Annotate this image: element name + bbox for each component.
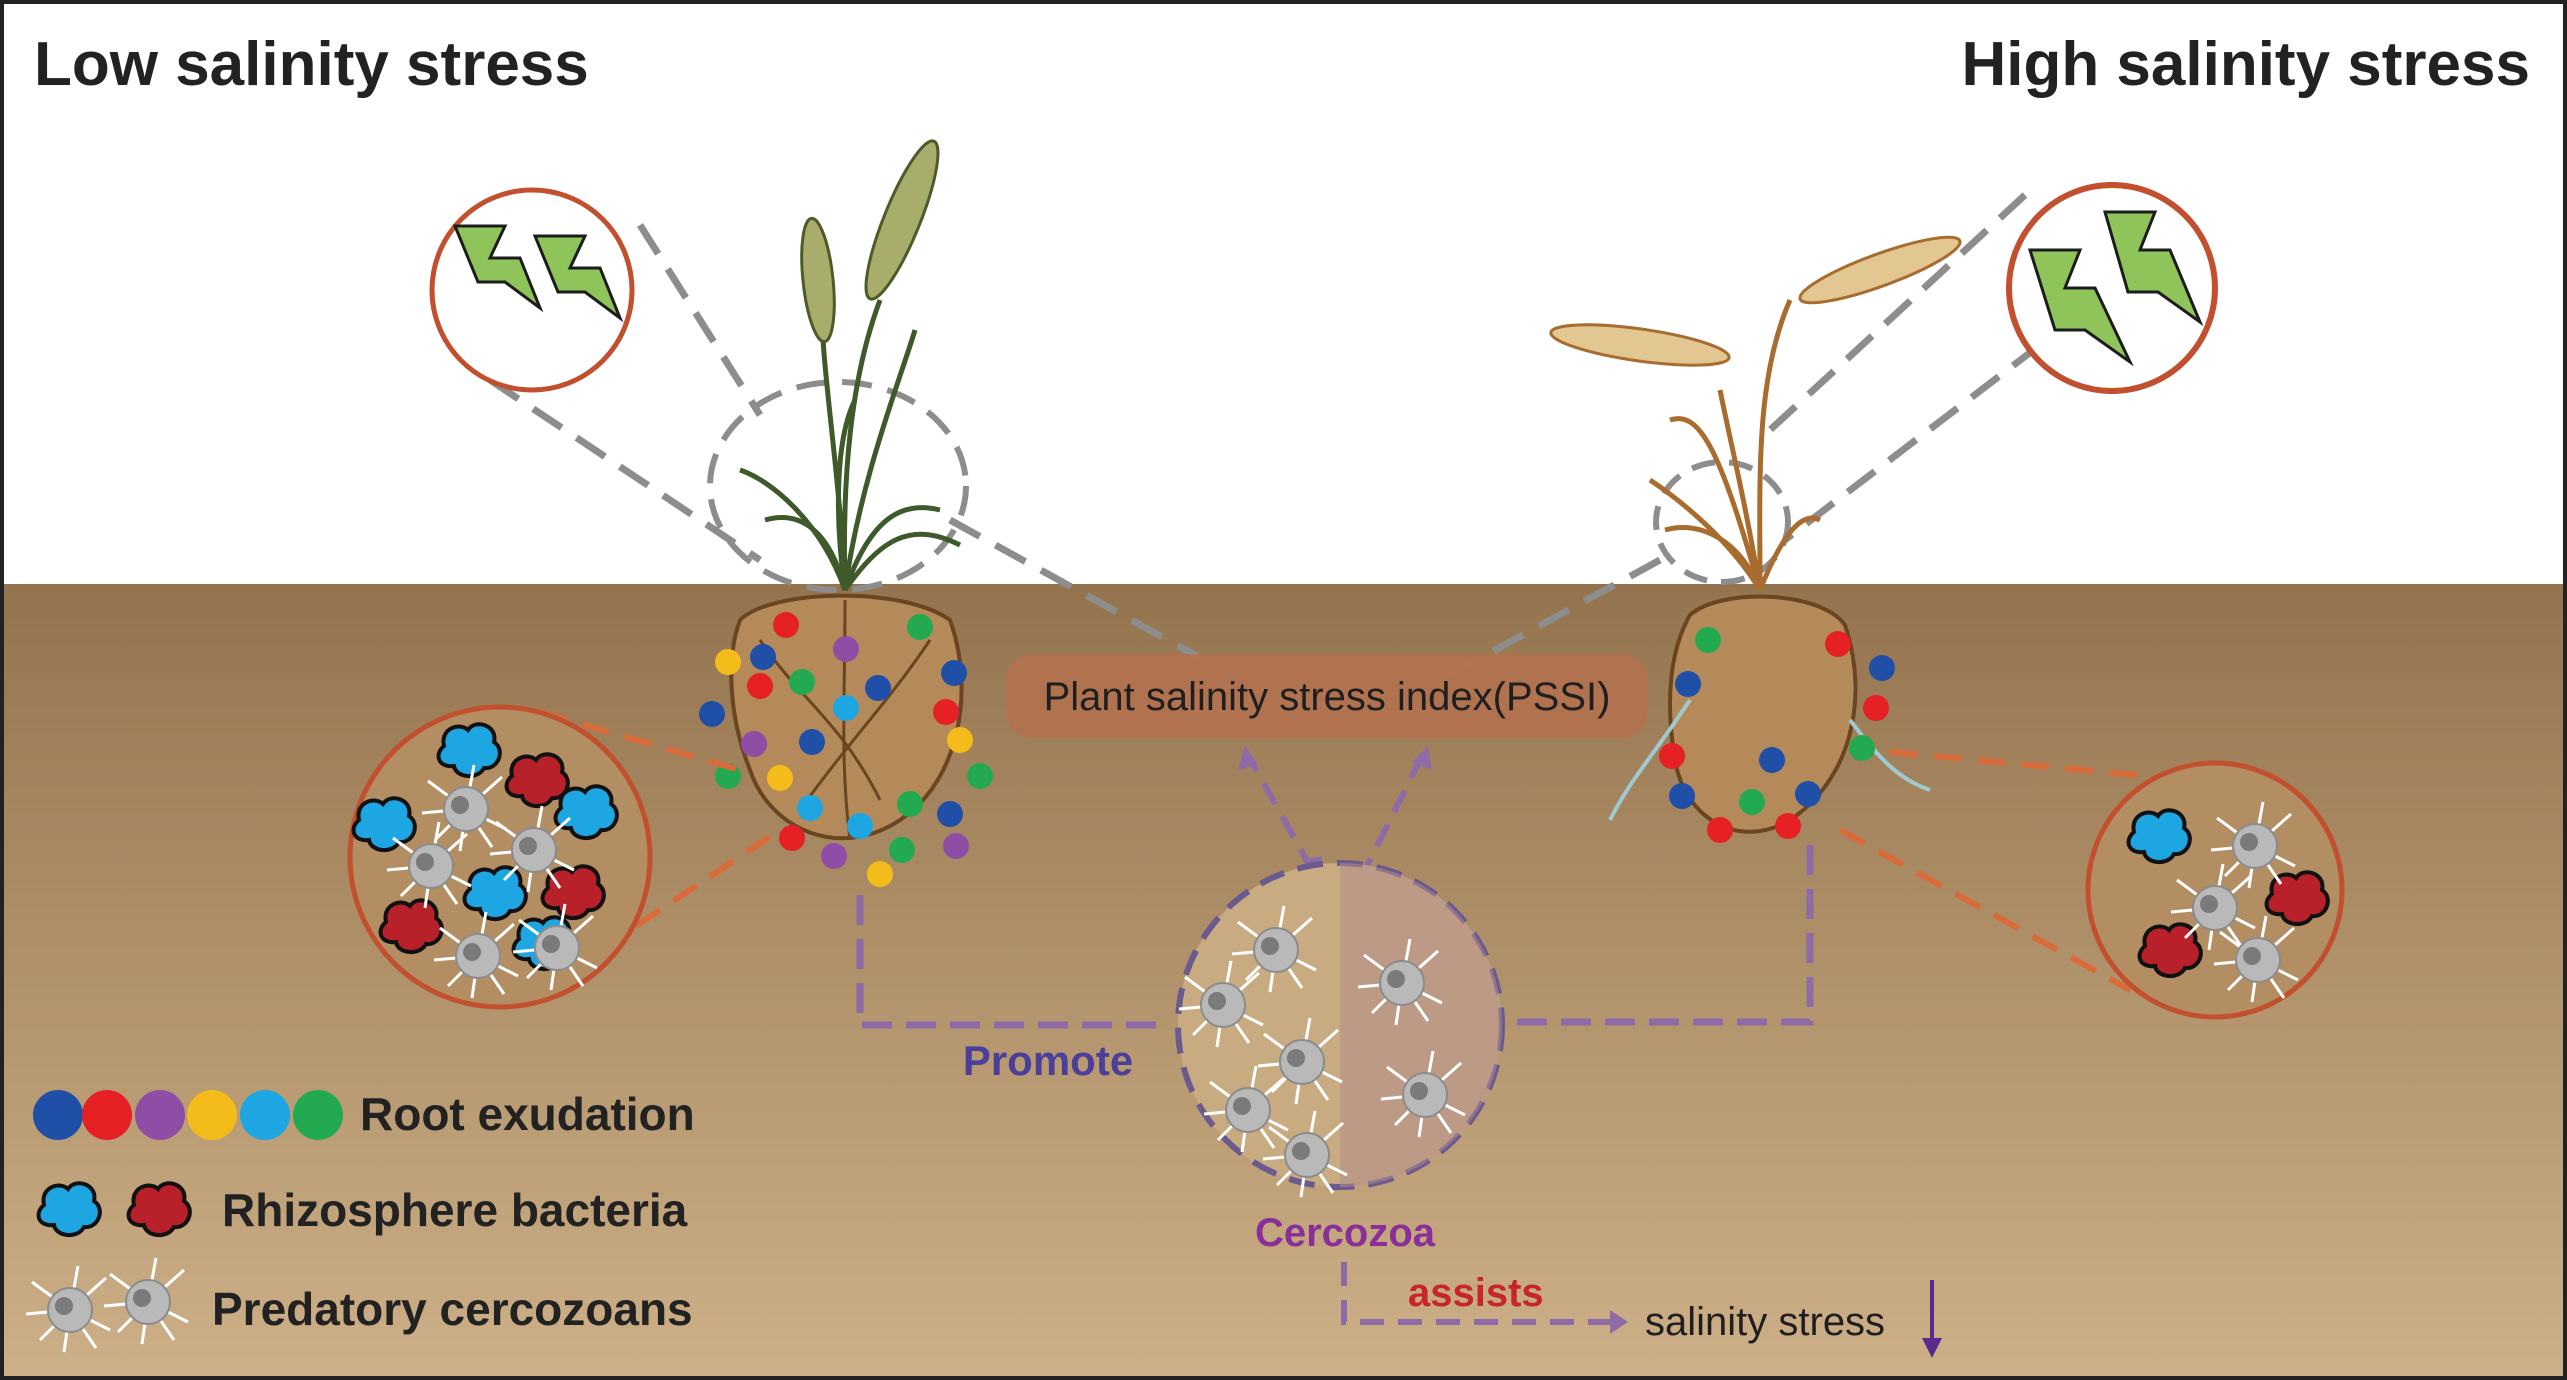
pssi-cercozoa-arrows bbox=[1242, 748, 1428, 882]
legend: Root exudation Rhizosphere bacteria Pred… bbox=[24, 1088, 695, 1354]
promote-label: Promote bbox=[963, 1037, 1133, 1084]
plant-cercozoa-links bbox=[856, 845, 1814, 1029]
plant-zoom-ellipse bbox=[1653, 459, 1791, 585]
right-lightning-circle bbox=[2006, 182, 2218, 394]
assists-label: assists bbox=[1408, 1271, 1544, 1315]
legend-predatory-cercozoans: Predatory cercozoans bbox=[212, 1283, 693, 1335]
legend-rhizosphere-bacteria: Rhizosphere bacteria bbox=[222, 1184, 688, 1236]
outcome-label: salinity stress bbox=[1645, 1300, 1885, 1344]
decrease-arrow-icon bbox=[1922, 1280, 1942, 1358]
microbe-zoom-lines bbox=[539, 709, 2191, 993]
left-microbe-circle bbox=[347, 704, 653, 1010]
pssi-box: Plant salinity stress index(PSSI) bbox=[1007, 654, 1647, 738]
lightning-icon bbox=[452, 224, 624, 323]
assists-arrow bbox=[1341, 1262, 1628, 1334]
cercozoa-circle bbox=[1175, 860, 1505, 1199]
healthy-wheat-plant bbox=[707, 139, 969, 593]
cercozoa-label: Cercozoa bbox=[1255, 1211, 1436, 1255]
right-root-exudates bbox=[1659, 627, 1895, 843]
title-low-salinity: Low salinity stress bbox=[34, 30, 589, 99]
right-microbe-circle bbox=[2085, 760, 2345, 1020]
lightning-icon bbox=[2027, 210, 2204, 367]
title-high-salinity: High salinity stress bbox=[1961, 30, 2530, 99]
left-lightning-circle bbox=[429, 187, 635, 393]
pssi-label: Plant salinity stress index(PSSI) bbox=[1044, 675, 1611, 719]
stressed-wheat-plant bbox=[1549, 235, 1962, 592]
legend-root-exudation: Root exudation bbox=[360, 1088, 695, 1140]
plant-zoom-ellipse bbox=[707, 379, 969, 593]
colored-dots-icon bbox=[33, 1090, 343, 1140]
left-root-exudates bbox=[699, 612, 993, 887]
